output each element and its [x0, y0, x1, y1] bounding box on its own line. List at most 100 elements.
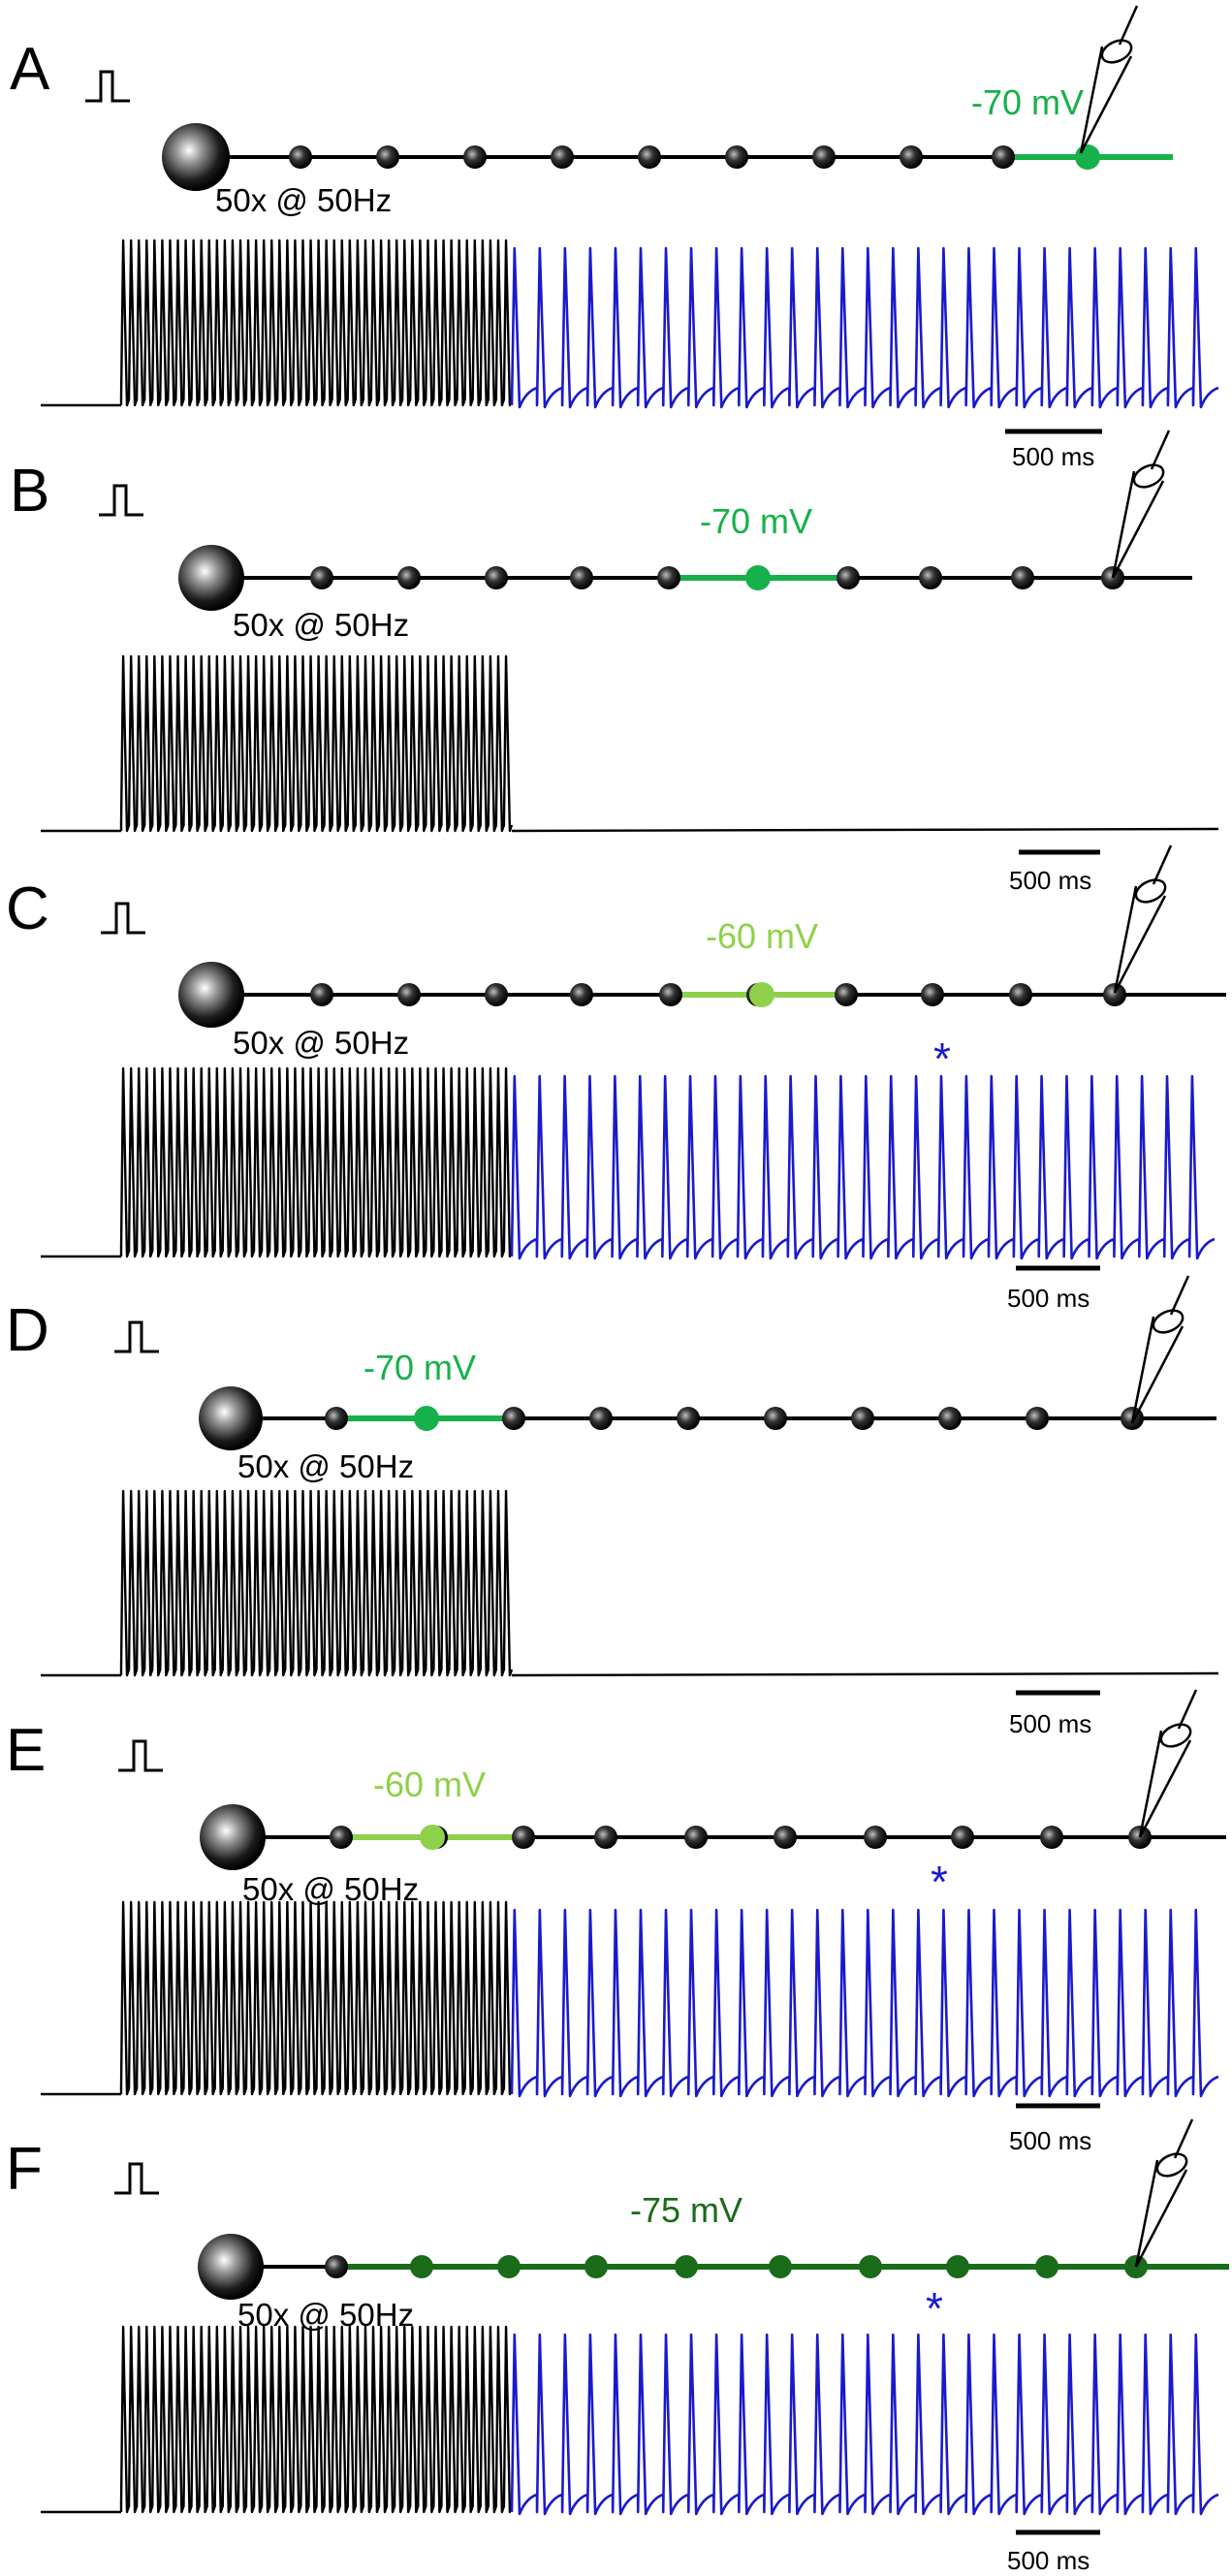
node-of-ranvier [837, 566, 860, 589]
node-of-ranvier [1009, 983, 1032, 1006]
pulse-step-icon [118, 1739, 163, 1772]
soma-sphere-icon [200, 1804, 266, 1870]
scale-bar-label: 500 ms [1009, 2126, 1091, 2155]
node-of-ranvier [900, 145, 923, 169]
recording-electrode-icon [1130, 1316, 1185, 1424]
node-of-ranvier [764, 1407, 787, 1430]
node-of-ranvier [684, 1826, 708, 1849]
voltage-label: -75 mV [630, 2190, 742, 2230]
node-of-ranvier [951, 1826, 974, 1849]
node-of-ranvier [946, 2255, 969, 2278]
electrode-wire [1169, 1275, 1190, 1316]
voltage-label: -70 mV [971, 82, 1084, 122]
node-of-ranvier [921, 983, 944, 1006]
scale-bar-label: 500 ms [1007, 2546, 1090, 2575]
node-of-ranvier [502, 1407, 525, 1430]
flat-trace [511, 827, 1219, 833]
node-of-ranvier [725, 145, 748, 169]
stimulus-spike-train [119, 1489, 514, 1677]
node-of-ranvier [570, 566, 593, 589]
voltage-label: -60 mV [706, 916, 818, 956]
modified-node [414, 1406, 439, 1431]
panel-letter: D [6, 1297, 49, 1364]
node-of-ranvier [1011, 566, 1034, 589]
recording-electrode-icon [1134, 2159, 1188, 2268]
node-of-ranvier [325, 2255, 348, 2278]
node-of-ranvier [325, 1407, 348, 1430]
electrode-opening [1155, 2152, 1188, 2178]
asterisk-marker: * [926, 2283, 943, 2334]
ectopic-spike-train [510, 246, 1219, 409]
voltage-label: -70 mV [700, 501, 812, 541]
stimulus-label: 50x @ 50Hz [242, 1871, 419, 1907]
asterisk-marker: * [931, 1857, 948, 1907]
node-of-ranvier [812, 145, 836, 169]
ectopic-spike-train [510, 2333, 1219, 2516]
node-of-ranvier [594, 1826, 617, 1849]
asterisk-marker: * [933, 1034, 951, 1084]
node-of-ranvier [851, 1407, 874, 1430]
node-of-ranvier [463, 145, 487, 169]
electrode-opening [1159, 1723, 1192, 1748]
node-of-ranvier [992, 145, 1015, 169]
node-of-ranvier [310, 983, 333, 1006]
modified-node [1075, 144, 1100, 170]
modified-node [420, 1825, 445, 1850]
node-of-ranvier [330, 1826, 353, 1849]
node-of-ranvier [1040, 1826, 1063, 1849]
recording-electrode-icon [1111, 470, 1165, 579]
scale-bar-label: 500 ms [1009, 1709, 1091, 1738]
flat-trace [511, 1671, 1219, 1677]
stimulus-label: 50x @ 50Hz [215, 182, 392, 218]
stimulus-label: 50x @ 50Hz [237, 1448, 414, 1484]
pulse-step-icon [114, 2162, 159, 2195]
pulse-step-icon [99, 484, 143, 517]
pulse-step-icon [85, 70, 130, 103]
node-of-ranvier [397, 566, 421, 589]
node-of-ranvier [376, 145, 399, 169]
recording-electrode-icon [1079, 46, 1133, 154]
stimulus-spike-train [119, 654, 514, 833]
recording-electrode-icon [1138, 1730, 1192, 1838]
panel-letter: F [6, 2136, 43, 2203]
panel-e: E -60 mV 50x @ 50Hz * 500 ms [6, 1689, 1226, 2155]
node-of-ranvier [835, 983, 858, 1006]
ectopic-spike-train [510, 1074, 1216, 1260]
node-of-ranvier [1026, 1407, 1049, 1430]
node-of-ranvier [310, 566, 333, 589]
node-of-ranvier [570, 983, 593, 1006]
node-of-ranvier [919, 566, 942, 589]
node-of-ranvier [769, 2255, 792, 2278]
electrode-wire [1150, 429, 1171, 470]
panel-letter: C [6, 875, 49, 942]
pulse-step-icon [101, 902, 145, 935]
modified-node [749, 982, 774, 1007]
voltage-label: -60 mV [373, 1765, 486, 1804]
stimulus-label: 50x @ 50Hz [233, 1025, 409, 1061]
stimulus-spike-train [119, 1066, 514, 1258]
soma-sphere-icon [199, 1386, 263, 1450]
panel-letter: E [6, 1717, 46, 1784]
electrode-opening [1100, 39, 1133, 64]
node-of-ranvier [497, 2255, 521, 2278]
node-of-ranvier [1035, 2255, 1058, 2278]
scale-bar-label: 500 ms [1012, 442, 1094, 471]
electrode-wire [1118, 5, 1139, 46]
node-of-ranvier [638, 145, 661, 169]
node-of-ranvier [657, 566, 680, 589]
electrode-wire [1177, 1689, 1198, 1730]
node-of-ranvier [938, 1407, 962, 1430]
scale-bar-label: 500 ms [1007, 1284, 1090, 1313]
electrode-wire [1152, 844, 1173, 885]
stimulus-spike-train [119, 239, 514, 407]
stimulus-spike-train [119, 1900, 514, 2096]
soma-sphere-icon [178, 962, 244, 1028]
node-of-ranvier [659, 983, 682, 1006]
electrode-opening [1152, 1309, 1185, 1334]
node-of-ranvier [675, 2255, 698, 2278]
node-of-ranvier [485, 566, 508, 589]
node-of-ranvier [410, 2255, 433, 2278]
